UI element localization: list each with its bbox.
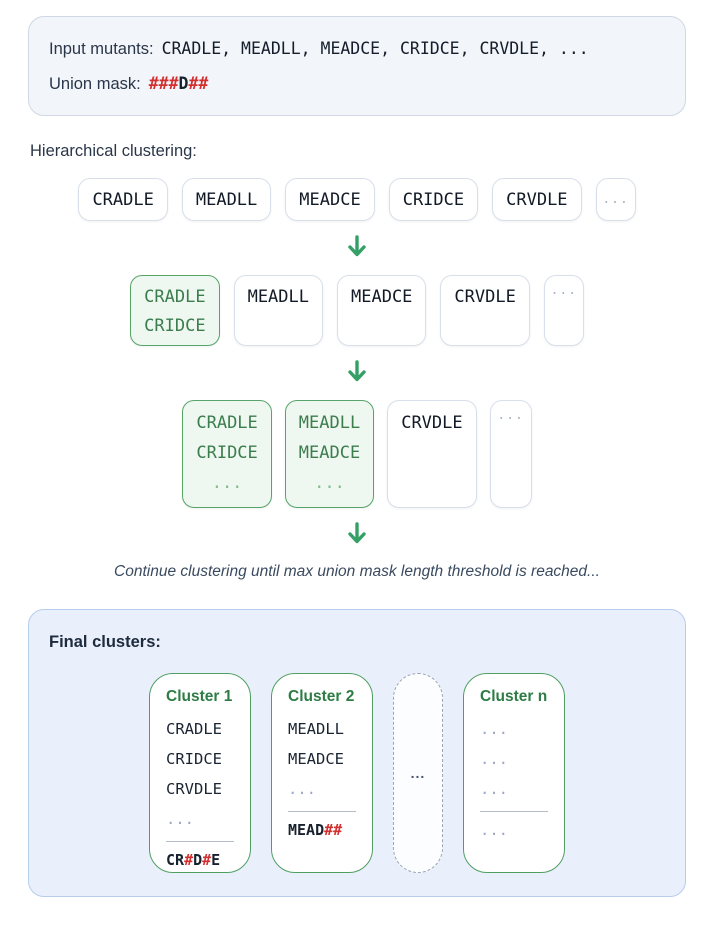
mask-divider <box>166 841 234 842</box>
mutant-box: MEADCE <box>337 275 427 346</box>
mutant-box: CRVDLE <box>440 275 530 346</box>
cluster-member: CRIDCE <box>196 443 258 463</box>
cluster-mask: CR#D#E <box>166 847 234 873</box>
final-cluster-card-1: Cluster 1 CRADLE CRIDCE CRVDLE ... CR#D#… <box>149 673 251 873</box>
cluster-member: CRADLE <box>144 287 206 307</box>
cluster-member: MEADCE <box>298 443 361 463</box>
final-clusters-row: Cluster 1 CRADLE CRIDCE CRVDLE ... CR#D#… <box>49 673 665 873</box>
mutant-box: MEADLL <box>233 275 323 346</box>
cluster-entry-ellipsis: ... <box>288 780 316 798</box>
merged-cluster-box: CRADLE CRIDCE ... <box>182 400 272 508</box>
cluster-title: Cluster 1 <box>166 688 233 705</box>
union-mask-value: ###D## <box>149 74 209 93</box>
mask-segment: ## <box>188 73 209 93</box>
cluster-mask: ... <box>480 821 508 839</box>
mask-segment: # <box>202 851 212 869</box>
union-mask-label: Union mask: <box>49 74 141 93</box>
mask-segment: ### <box>148 73 179 93</box>
cluster-member: CRADLE <box>196 413 258 433</box>
clustering-row-merge-1: CRADLE CRIDCE MEADLL MEADCE CRVDLE ... <box>0 275 714 346</box>
mask-segment: # <box>184 851 194 869</box>
arrow-row <box>0 521 714 549</box>
mask-segment: ## <box>324 821 343 839</box>
mask-segment: MEAD <box>288 821 325 839</box>
clusters-gap-ellipsis: ... <box>393 673 443 873</box>
mask-segment: E <box>211 851 221 869</box>
union-mask-line: Union mask: ###D## <box>49 74 665 94</box>
mask-divider <box>288 811 356 812</box>
mutant-box: MEADCE <box>285 178 375 221</box>
input-mutants-label: Input mutants: <box>49 39 154 58</box>
merged-cluster-box: MEADLL MEADCE ... <box>284 400 375 508</box>
cluster-entry: MEADCE <box>288 750 344 768</box>
arrow-row <box>0 234 714 262</box>
cluster-entry: MEADLL <box>288 720 344 738</box>
final-clusters-title: Final clusters: <box>49 633 161 651</box>
down-arrow-icon <box>345 521 369 549</box>
cluster-member-ellipsis: ... <box>211 473 243 493</box>
final-clusters-card: Final clusters: Cluster 1 CRADLE CRIDCE … <box>28 609 686 897</box>
cluster-entry-ellipsis: ... <box>480 720 508 738</box>
down-arrow-icon <box>345 234 369 262</box>
clustering-row-merge-2: CRADLE CRIDCE ... MEADLL MEADCE ... CRVD… <box>0 400 714 508</box>
hierarchical-clustering-heading: Hierarchical clustering: <box>30 142 197 160</box>
cluster-entry-ellipsis: ... <box>480 750 508 768</box>
down-arrow-icon <box>345 359 369 387</box>
cluster-member: MEADLL <box>298 413 361 433</box>
final-cluster-card-2: Cluster 2 MEADLL MEADCE ... MEAD## <box>271 673 373 873</box>
merged-cluster-box: CRADLE CRIDCE <box>130 275 220 346</box>
mutant-box: MEADLL <box>181 178 272 221</box>
cluster-title: Cluster 2 <box>288 688 355 705</box>
cluster-entry-ellipsis: ... <box>480 780 508 798</box>
ellipsis-box: ... <box>595 178 636 221</box>
input-mutants-card: Input mutants: CRADLE, MEADLL, MEADCE, C… <box>28 16 686 116</box>
mask-divider <box>480 811 548 812</box>
cluster-entry: CRVDLE <box>166 780 222 798</box>
input-mutants-line: Input mutants: CRADLE, MEADLL, MEADCE, C… <box>49 39 665 59</box>
cluster-member-ellipsis: ... <box>314 473 345 493</box>
mask-segment: D <box>193 851 203 869</box>
mutant-box: CRADLE <box>78 178 168 221</box>
mask-segment: D <box>178 73 189 93</box>
cluster-entry: CRADLE <box>166 720 222 738</box>
mask-segment: CR <box>166 851 185 869</box>
cluster-mask: MEAD## <box>288 817 356 843</box>
cluster-title: Cluster n <box>480 688 548 705</box>
ellipsis-box: ... <box>543 275 584 346</box>
mutant-box: CRVDLE <box>387 400 477 508</box>
clustering-note: Continue clustering until max union mask… <box>114 563 600 580</box>
cluster-entry-ellipsis: ... <box>166 810 194 828</box>
input-mutants-list: CRADLE, MEADLL, MEADCE, CRIDCE, CRVDLE, … <box>161 38 589 58</box>
cluster-entry: CRIDCE <box>166 750 222 768</box>
final-cluster-card-n: Cluster n ... ... ... ... <box>463 673 565 873</box>
mutant-box: CRIDCE <box>388 178 479 221</box>
arrow-row <box>0 359 714 387</box>
cluster-member: CRIDCE <box>144 316 206 336</box>
ellipsis-box: ... <box>489 400 532 508</box>
mutant-box: CRVDLE <box>492 178 582 221</box>
clustering-row-initial: CRADLE MEADLL MEADCE CRIDCE CRVDLE ... <box>0 178 714 221</box>
